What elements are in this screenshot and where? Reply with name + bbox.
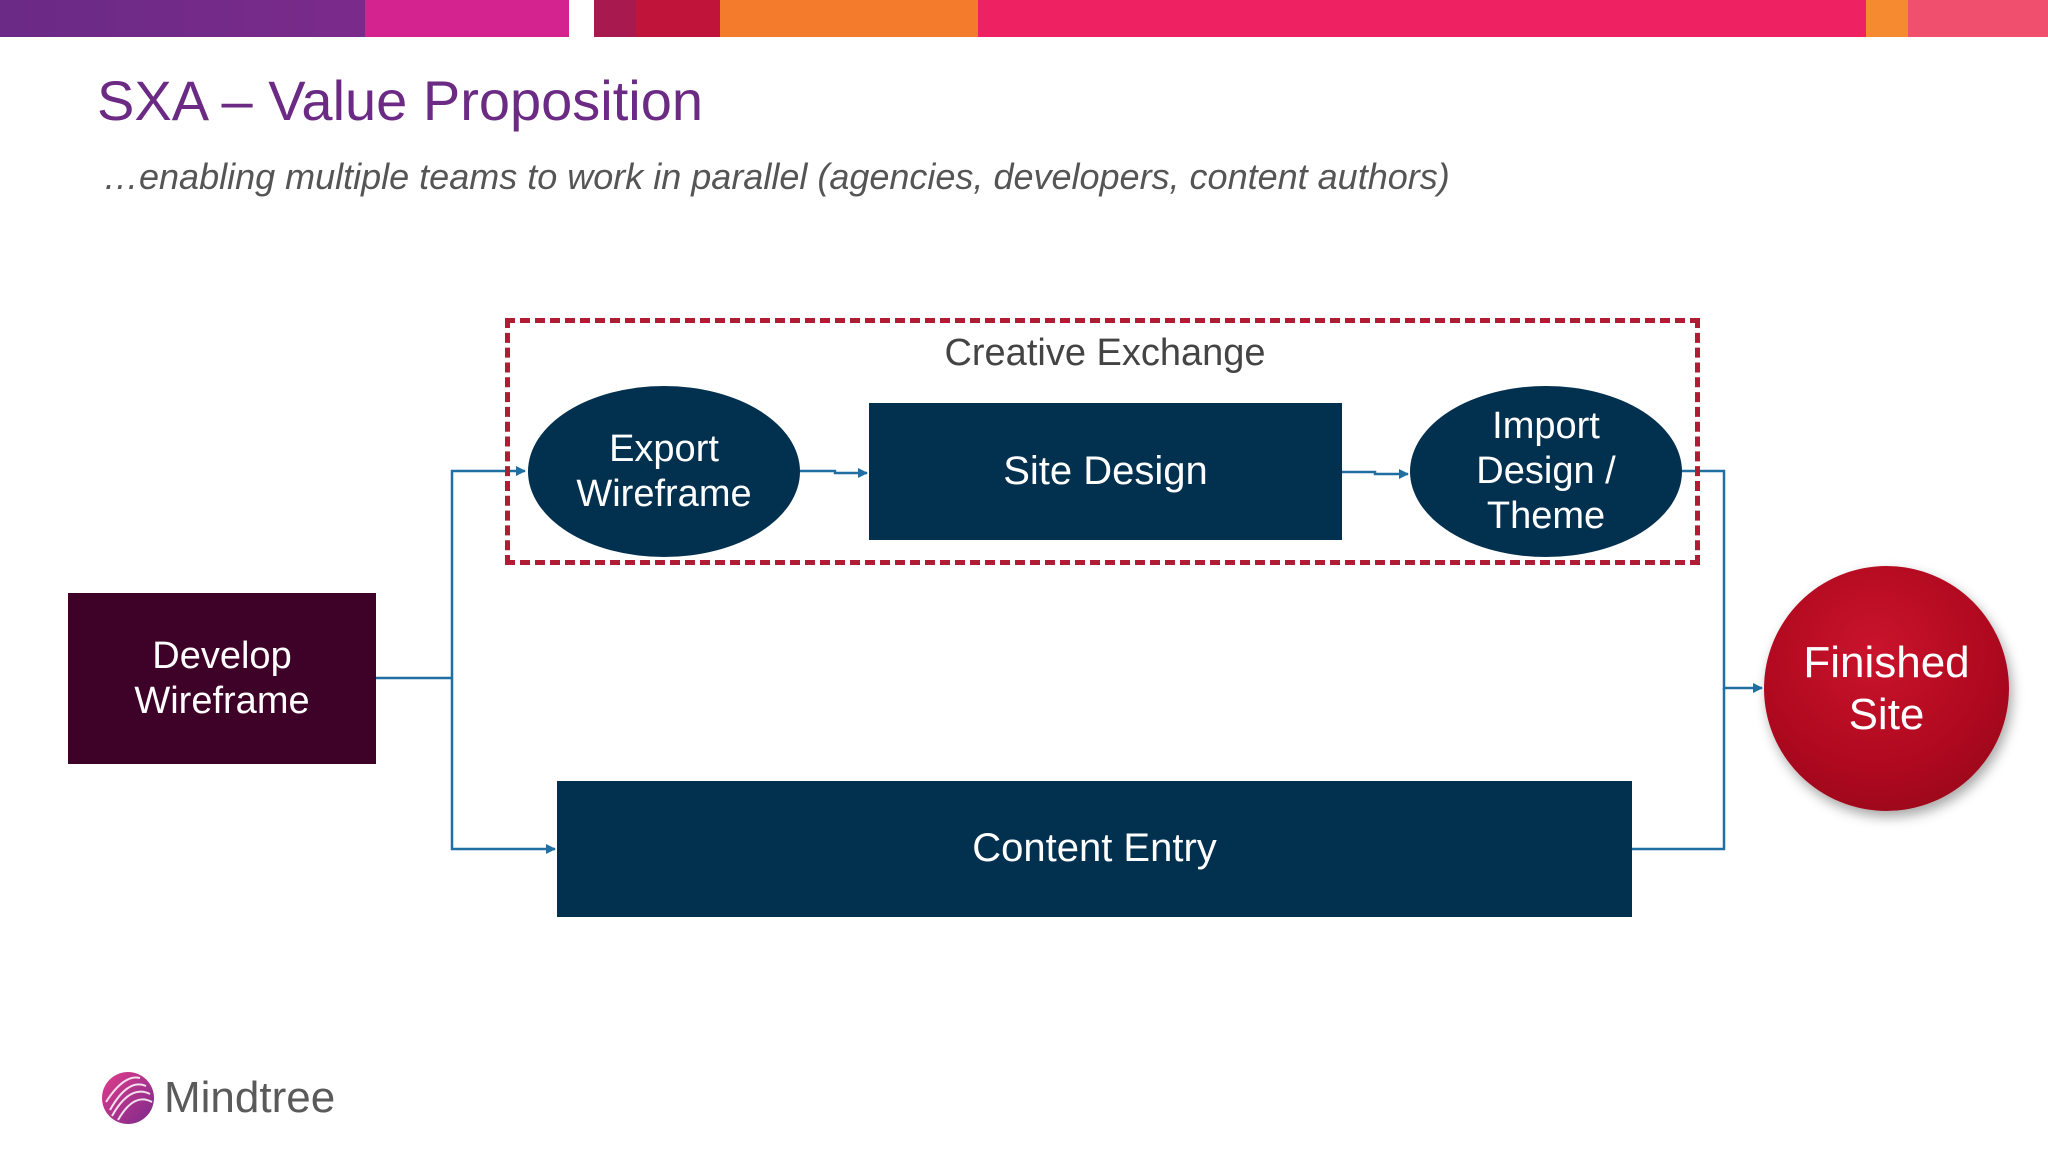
content-entry-label: Content Entry [972, 826, 1217, 871]
connector-to-export-wireframe [450, 466, 526, 678]
connector-site-design-to-import [1342, 469, 1409, 479]
import-design-theme-label: Import Design / Theme [1476, 405, 1616, 537]
develop-wireframe-label: Develop Wireframe [134, 634, 310, 722]
content-entry-node: Content Entry [557, 781, 1632, 917]
develop-wireframe-node: Develop Wireframe [68, 593, 376, 764]
creative-exchange-group [505, 318, 1700, 565]
finished-site-node: Finished Site [1764, 566, 2009, 811]
top-color-bar [0, 0, 2048, 37]
mindtree-logo: Mindtree [100, 1068, 335, 1128]
mindtree-logo-text: Mindtree [164, 1073, 336, 1122]
connector-export-to-site-design [800, 468, 868, 478]
page-title: SXA – Value Proposition [97, 69, 704, 132]
mindtree-logo-icon [102, 1072, 154, 1124]
connector-content-entry-to-finished [1632, 688, 1726, 851]
export-wireframe-node: Export Wireframe [528, 386, 800, 557]
page-subtitle: …enabling multiple teams to work in para… [103, 156, 1450, 197]
import-design-theme-node: Import Design / Theme [1410, 386, 1682, 557]
export-wireframe-label: Export Wireframe [576, 427, 752, 515]
site-design-node: Site Design [869, 403, 1342, 540]
connector-to-content-entry [450, 678, 556, 854]
finished-site-label: Finished Site [1803, 637, 1970, 739]
creative-exchange-label: Creative Exchange [944, 332, 1266, 374]
site-design-label: Site Design [1003, 448, 1208, 493]
connector-import-to-finished [1682, 469, 1763, 693]
